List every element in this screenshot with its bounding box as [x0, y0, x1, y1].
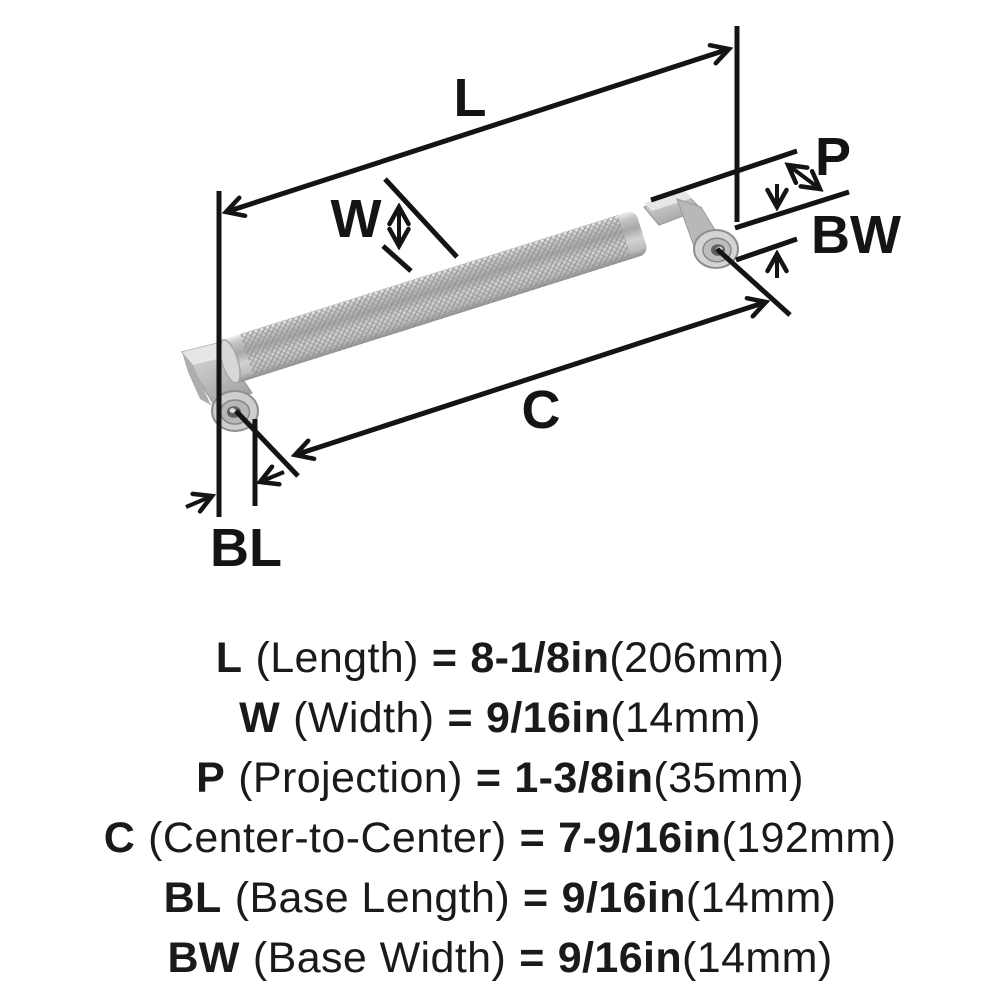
dim-BL: BL	[185, 419, 285, 578]
dim-label-L: L	[454, 68, 487, 128]
spec-equals: =	[519, 814, 546, 862]
dim-label-BL: BL	[210, 518, 282, 578]
spec-row-projection: P (Projection) = 1-3/8in (35mm)	[196, 748, 804, 808]
spec-metric: (14mm)	[685, 874, 837, 922]
dimension-diagram: L W P BW	[181, 26, 901, 578]
spec-name: (Center-to-Center)	[148, 814, 507, 862]
spec-row-length: L (Length) = 8-1/8in (206mm)	[216, 628, 784, 688]
tick-W-bottom	[381, 244, 413, 273]
spec-code: L	[215, 634, 243, 682]
spec-metric: (14mm)	[682, 934, 833, 982]
spec-name: (Length)	[255, 634, 419, 682]
spec-equals: =	[519, 934, 545, 982]
spec-code: P	[196, 754, 226, 802]
spec-name: (Projection)	[238, 754, 463, 802]
tick-BW-bottom	[735, 236, 798, 263]
spec-code: BW	[167, 934, 240, 982]
ext-line-C-right	[715, 247, 792, 317]
dim-C: C	[234, 247, 792, 478]
ext-line-C-left	[234, 409, 300, 478]
spec-metric: (192mm)	[721, 814, 897, 862]
spec-row-base-length: BL (Base Length) = 9/16in (14mm)	[164, 868, 837, 928]
spec-code: BL	[163, 874, 222, 922]
spec-equals: =	[475, 754, 502, 802]
tick-W-top	[383, 177, 459, 259]
dim-label-BW: BW	[811, 205, 901, 265]
dim-arrow-P	[788, 165, 820, 189]
spec-metric: (206mm)	[609, 634, 785, 682]
arrow-BL-right	[260, 472, 285, 482]
dim-label-P: P	[815, 127, 851, 187]
dim-line-L	[226, 49, 729, 212]
spec-row-center-to-center: C (Center-to-Center) = 7-9/16in (192mm)	[104, 808, 897, 868]
spec-value: 9/16in	[561, 874, 686, 922]
spec-list: L (Length) = 8-1/8in (206mm) W (Width) =…	[0, 612, 1000, 1000]
spec-value: 7-9/16in	[558, 814, 722, 862]
dim-BW: BW	[735, 184, 901, 278]
spec-name: (Base Width)	[252, 934, 507, 982]
dim-L: L	[216, 26, 740, 517]
spec-code: W	[239, 694, 281, 742]
handle-dimension-drawing: L W P BW	[181, 26, 901, 578]
handle-illustration	[181, 190, 739, 432]
spec-metric: (35mm)	[653, 754, 804, 802]
spec-value: 8-1/8in	[470, 634, 610, 682]
spec-name: (Base Length)	[234, 874, 511, 922]
ext-line-P-bottom	[734, 189, 850, 231]
spec-equals: =	[447, 694, 474, 742]
dim-line-C	[295, 302, 766, 455]
spec-code: C	[103, 814, 136, 862]
spec-equals: =	[431, 634, 458, 682]
spec-value: 9/16in	[557, 934, 683, 982]
spec-row-width: W (Width) = 9/16in (14mm)	[239, 688, 761, 748]
dim-W: W	[331, 177, 459, 273]
arrow-BL-left	[185, 496, 212, 507]
spec-value: 9/16in	[486, 694, 611, 742]
dim-P: P	[650, 127, 851, 231]
spec-value: 1-3/8in	[514, 754, 654, 802]
spec-name: (Width)	[293, 694, 435, 742]
spec-metric: (14mm)	[610, 694, 761, 742]
dim-label-W: W	[331, 189, 382, 249]
spec-row-base-width: BW (Base Width) = 9/16in (14mm)	[167, 928, 832, 988]
spec-equals: =	[523, 874, 549, 922]
ext-line-P-top	[650, 148, 798, 203]
dim-label-C: C	[522, 380, 561, 440]
